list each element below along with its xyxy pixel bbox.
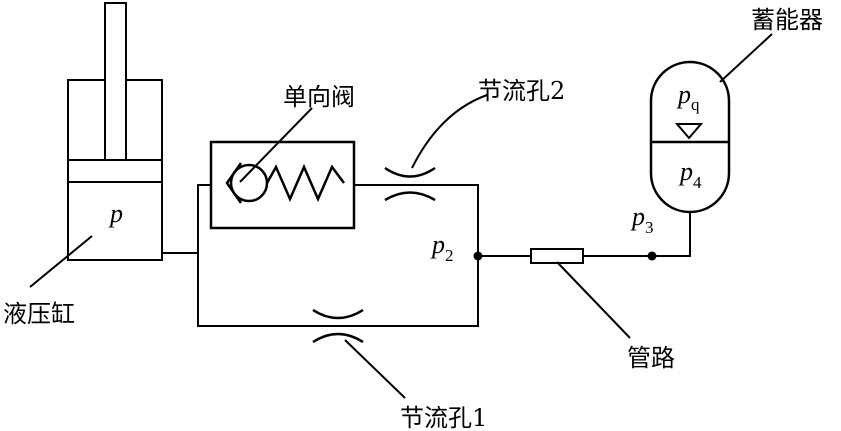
hydraulic-cylinder: p	[67, 2, 163, 261]
pq-subscript: q	[691, 95, 700, 114]
check-valve-leader-line	[239, 107, 313, 183]
pipe-leader-line	[556, 261, 631, 339]
orifice-2-label: 节流孔2	[478, 77, 565, 105]
orifice-2-leader-line	[411, 94, 488, 169]
accumulator-inlet-line	[652, 212, 691, 257]
p4-subscript: 4	[693, 173, 702, 192]
cylinder-label: 液压缸	[3, 300, 75, 328]
cylinder-pressure-label: p	[108, 199, 123, 228]
check-valve	[209, 140, 356, 230]
orifice-1-label: 节流孔1	[400, 404, 487, 431]
piston	[67, 159, 163, 183]
orifice-2	[384, 166, 436, 202]
p2-label: p2	[430, 230, 454, 265]
pipe-label: 管路	[627, 344, 675, 372]
pipe-element	[530, 248, 584, 264]
valve-spring	[265, 163, 345, 203]
orifice-2-lower-arc	[384, 191, 436, 202]
orifice-1	[312, 308, 364, 344]
p4-label: p4	[678, 157, 702, 192]
accumulator-label: 蓄能器	[751, 6, 823, 34]
accumulator: pq p4	[649, 60, 731, 214]
p2-main: p	[430, 230, 445, 259]
accumulator-leader-line	[719, 33, 773, 83]
piston-rod	[104, 2, 127, 164]
p2-subscript: 2	[445, 246, 454, 265]
cylinder-leader-line	[29, 235, 93, 288]
p4-main: p	[678, 157, 693, 186]
p3-subscript: 3	[645, 218, 654, 237]
orifice-1-leader-line	[344, 339, 406, 399]
pq-main: p	[676, 80, 691, 109]
p3-main: p	[630, 202, 645, 231]
orifice-1-lower-arc	[312, 332, 364, 344]
valve-ball	[229, 163, 269, 203]
orifice-2-upper-arc	[384, 166, 436, 178]
p3-label: p3	[630, 202, 654, 237]
pq-label: pq	[676, 80, 700, 114]
orifice-1-upper-arc	[312, 308, 364, 320]
parallel-flow-loop	[197, 184, 479, 327]
accumulator-gas-marker	[674, 123, 704, 140]
check-valve-label: 单向阀	[283, 83, 355, 111]
orifice-2-label-text: 节流孔2	[478, 77, 565, 105]
